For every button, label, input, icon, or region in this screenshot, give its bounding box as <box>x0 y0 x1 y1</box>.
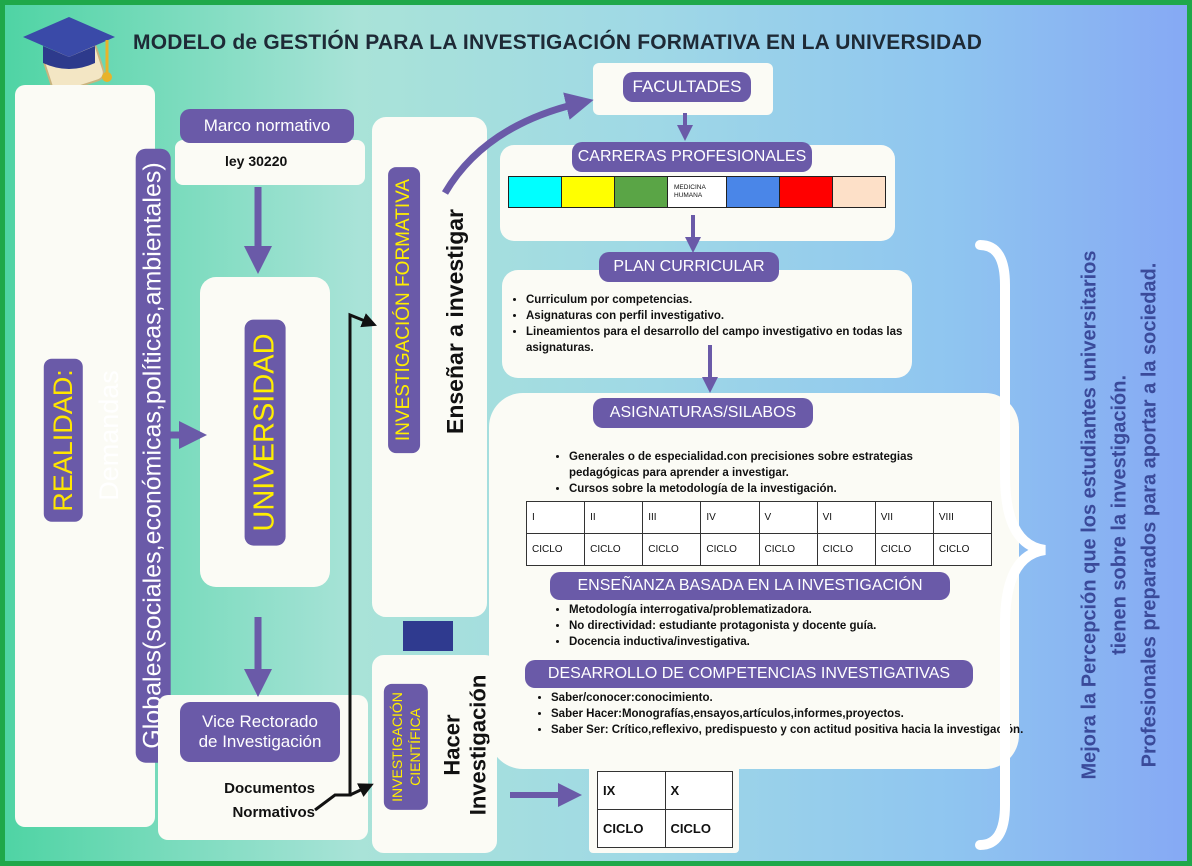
ciclo-word: CICLO <box>525 533 586 566</box>
ciclo-word: CICLO <box>700 533 760 566</box>
ciclo-numeral: IX <box>597 771 666 810</box>
ensenanza-item: No directividad: estudiante protagonista… <box>569 618 989 634</box>
ciclos-extra-table: IX X CICLO CICLO <box>597 771 733 848</box>
asignaturas-item: Generales o de especialidad.con precisio… <box>569 449 919 481</box>
career-cell <box>780 177 833 207</box>
plan-item: Curriculum por competencias. <box>526 292 926 308</box>
ciclo-numeral: VII <box>874 501 934 534</box>
desarrollo-item: Saber/conocer:conocimiento. <box>551 690 1031 706</box>
ciclos-numeral-row: I II III IV V VI VII VIII <box>525 501 993 534</box>
ensenanza-label: ENSEÑANZA BASADA EN LA INVESTIGACIÓN <box>550 572 950 600</box>
realidad-box <box>15 85 155 827</box>
ciclo-numeral: X <box>664 771 733 810</box>
desarrollo-list: Saber/conocer:conocimiento. Saber Hacer:… <box>535 690 1031 738</box>
career-cell <box>615 177 668 207</box>
plan-list: Curriculum por competencias. Asignaturas… <box>510 292 926 356</box>
diagram-title: MODELO de GESTIÓN PARA LA INVESTIGACIÓN … <box>133 31 983 54</box>
plan-box <box>502 270 912 378</box>
ensenanza-list: Metodología interrogativa/problematizado… <box>553 602 989 650</box>
marco-normativo-label: Marco normativo <box>180 109 354 143</box>
asignaturas-item: Cursos sobre la metodología de la invest… <box>569 481 919 497</box>
ciclo-word: CICLO <box>664 809 733 848</box>
ciclos-table: I II III IV V VI VII VIII CICLO CICLO CI… <box>525 501 993 566</box>
connector-arrows <box>170 92 1046 850</box>
ciclo-word: CICLO <box>874 533 934 566</box>
ciclo-word: CICLO <box>597 809 666 848</box>
ciclo-word: CICLO <box>584 533 644 566</box>
career-cell <box>833 177 885 207</box>
plan-item: Lineamientos para el desarrollo del camp… <box>526 324 921 356</box>
ciclos-word-row: CICLO CICLO CICLO CICLO CICLO CICLO CICL… <box>525 533 993 566</box>
ciclo-word: CICLO <box>642 533 702 566</box>
marco-box <box>175 140 365 185</box>
ciclo-numeral: III <box>642 501 702 534</box>
career-cell <box>562 177 615 207</box>
plan-label: PLAN CURRICULAR <box>599 252 779 282</box>
career-cell <box>727 177 780 207</box>
plan-item: Asignaturas con perfil investigativo. <box>526 308 926 324</box>
carreras-label: CARRERAS PROFESIONALES <box>572 142 812 172</box>
connector-block <box>403 621 453 651</box>
ensenanza-item: Docencia inductiva/investigativa. <box>569 634 989 650</box>
desarrollo-item: Saber Ser: Crítico,reflexivo, predispues… <box>551 722 1031 738</box>
asignaturas-label: ASIGNATURAS/SILABOS <box>593 398 813 428</box>
ciclo-word: CICLO <box>932 533 993 566</box>
graduation-cap-icon <box>19 13 119 99</box>
carreras-strip: MEDICINA HUMANA <box>508 176 886 208</box>
ciclo-word: CICLO <box>758 533 818 566</box>
career-cell-medicina: MEDICINA HUMANA <box>668 177 727 207</box>
ensenanza-item: Metodología interrogativa/problematizado… <box>569 602 989 618</box>
desarrollo-item: Saber Hacer:Monografías,ensayos,artículo… <box>551 706 1031 722</box>
facultades-label: FACULTADES <box>623 72 751 102</box>
ciclo-word: CICLO <box>816 533 876 566</box>
desarrollo-label: DESARROLLO DE COMPETENCIAS INVESTIGATIVA… <box>525 660 973 688</box>
ciclo-numeral: I <box>525 501 586 534</box>
ley-label: ley 30220 <box>225 153 288 169</box>
career-cell <box>509 177 562 207</box>
asignaturas-list: Generales o de especialidad.con precisio… <box>553 449 919 497</box>
